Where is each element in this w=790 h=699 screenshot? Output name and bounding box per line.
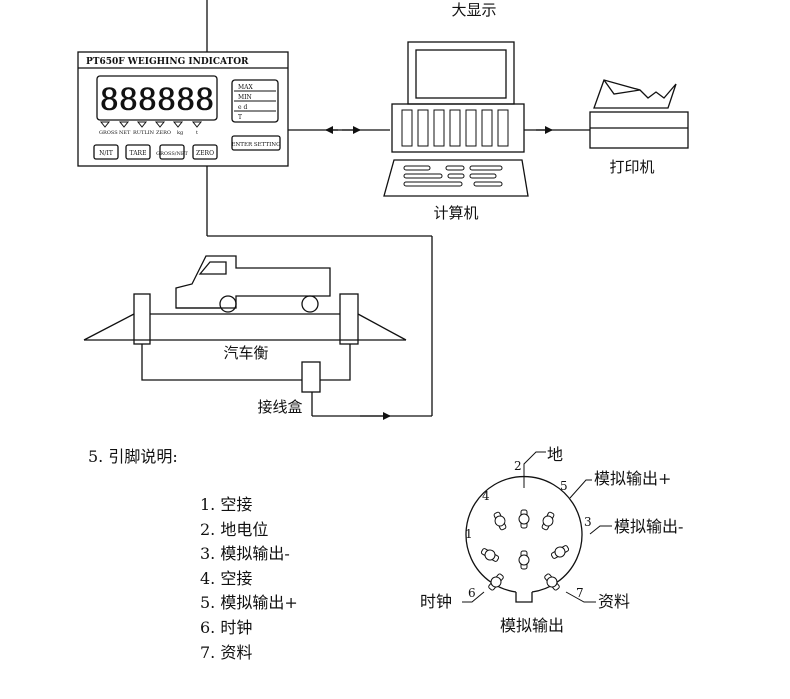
computer-label: 计算机: [433, 204, 478, 222]
pin-list-item: 2. 地电位: [200, 519, 269, 539]
pin-number-7: 7: [576, 586, 584, 600]
pin-list-item: 6. 时钟: [200, 617, 253, 637]
key-gross-net-label: GROSS/NET: [156, 151, 188, 157]
enter-setting-button: [231, 135, 281, 151]
display-digits: 888888: [100, 83, 215, 118]
connector-caption: 模拟输出: [500, 616, 564, 635]
pin-list-item: 3. 模拟输出-: [200, 544, 290, 564]
pin-list-item: 1. 空接: [200, 495, 253, 514]
lamp-label-gross: GROSS: [99, 130, 118, 136]
printer-label: 打印机: [609, 158, 654, 176]
computer: [383, 41, 529, 197]
pin5-label: 模拟输出+: [594, 469, 671, 488]
pin-number-4: 4: [482, 489, 490, 503]
pin2-label: 地: [547, 445, 563, 464]
weighing-indicator: PT650F WEIGHING INDICATOR 888888 GROSS N…: [77, 51, 289, 167]
computer-monitor: [407, 41, 515, 105]
indicator-model-label: PT650F WEIGHING INDICATOR: [86, 57, 249, 67]
side-status-panel: [231, 79, 279, 123]
pin7-label: 资料: [598, 592, 630, 611]
din-connector: [462, 451, 612, 603]
lamp-label-kg: kg: [177, 130, 184, 136]
truck-scale-label: 汽车衡: [223, 344, 268, 362]
lamp-label-t: t: [196, 130, 198, 136]
left-cell-wire: [141, 344, 302, 381]
key-zero-label: ZERO: [196, 150, 214, 157]
truck-scale-platform: [83, 293, 407, 345]
pin-number-5: 5: [560, 479, 568, 493]
enter-setting-label: ENTER SETTING: [231, 142, 280, 148]
pin6-label: 时钟: [420, 592, 452, 611]
computer-case: [391, 103, 525, 153]
pin-number-6: 6: [468, 586, 476, 600]
side-row-min: MIN: [238, 94, 252, 101]
key-tare-label: TARE: [130, 150, 147, 157]
pin-list-item: 4. 空接: [200, 568, 253, 588]
side-row-t: T: [238, 114, 242, 121]
key-gross-net: [159, 144, 185, 160]
pin-number-1: 1: [465, 527, 473, 541]
right-cell-wire: [320, 344, 351, 381]
key-n-it-label: N/IT: [99, 150, 113, 157]
junction-box-label: 接线盒: [257, 398, 302, 416]
pin-list-item: 5. 模拟输出+: [200, 593, 298, 613]
junction-box: [301, 361, 321, 393]
lamp-label-net: NET: [119, 130, 131, 136]
side-row-max: MAX: [238, 84, 253, 91]
digit-display: [96, 75, 218, 121]
pin-number-2: 2: [514, 459, 522, 473]
pin-section-title: 5. 引脚说明:: [88, 447, 178, 466]
pin-list: 1. 空接 2. 地电位 3. 模拟输出- 4. 空接 5. 模拟输出+ 6. …: [200, 493, 298, 665]
lamp-label-rutlin: RUTLIN: [133, 130, 155, 136]
key-n-it: [93, 144, 119, 160]
pin-list-item: 7. 资料: [200, 642, 253, 662]
indicator-lamps: [99, 121, 203, 128]
printer: [589, 79, 689, 149]
pin-number-3: 3: [584, 515, 592, 529]
truck: [175, 255, 331, 313]
key-tare: [125, 144, 151, 160]
computer-keyboard: [383, 159, 529, 197]
key-zero: [192, 144, 218, 160]
big-display-label: 大显示: [451, 1, 496, 19]
side-row-ed: e d: [238, 104, 247, 111]
pin3-label: 模拟输出-: [614, 517, 683, 536]
lamp-label-zero: ZERO: [156, 130, 171, 136]
